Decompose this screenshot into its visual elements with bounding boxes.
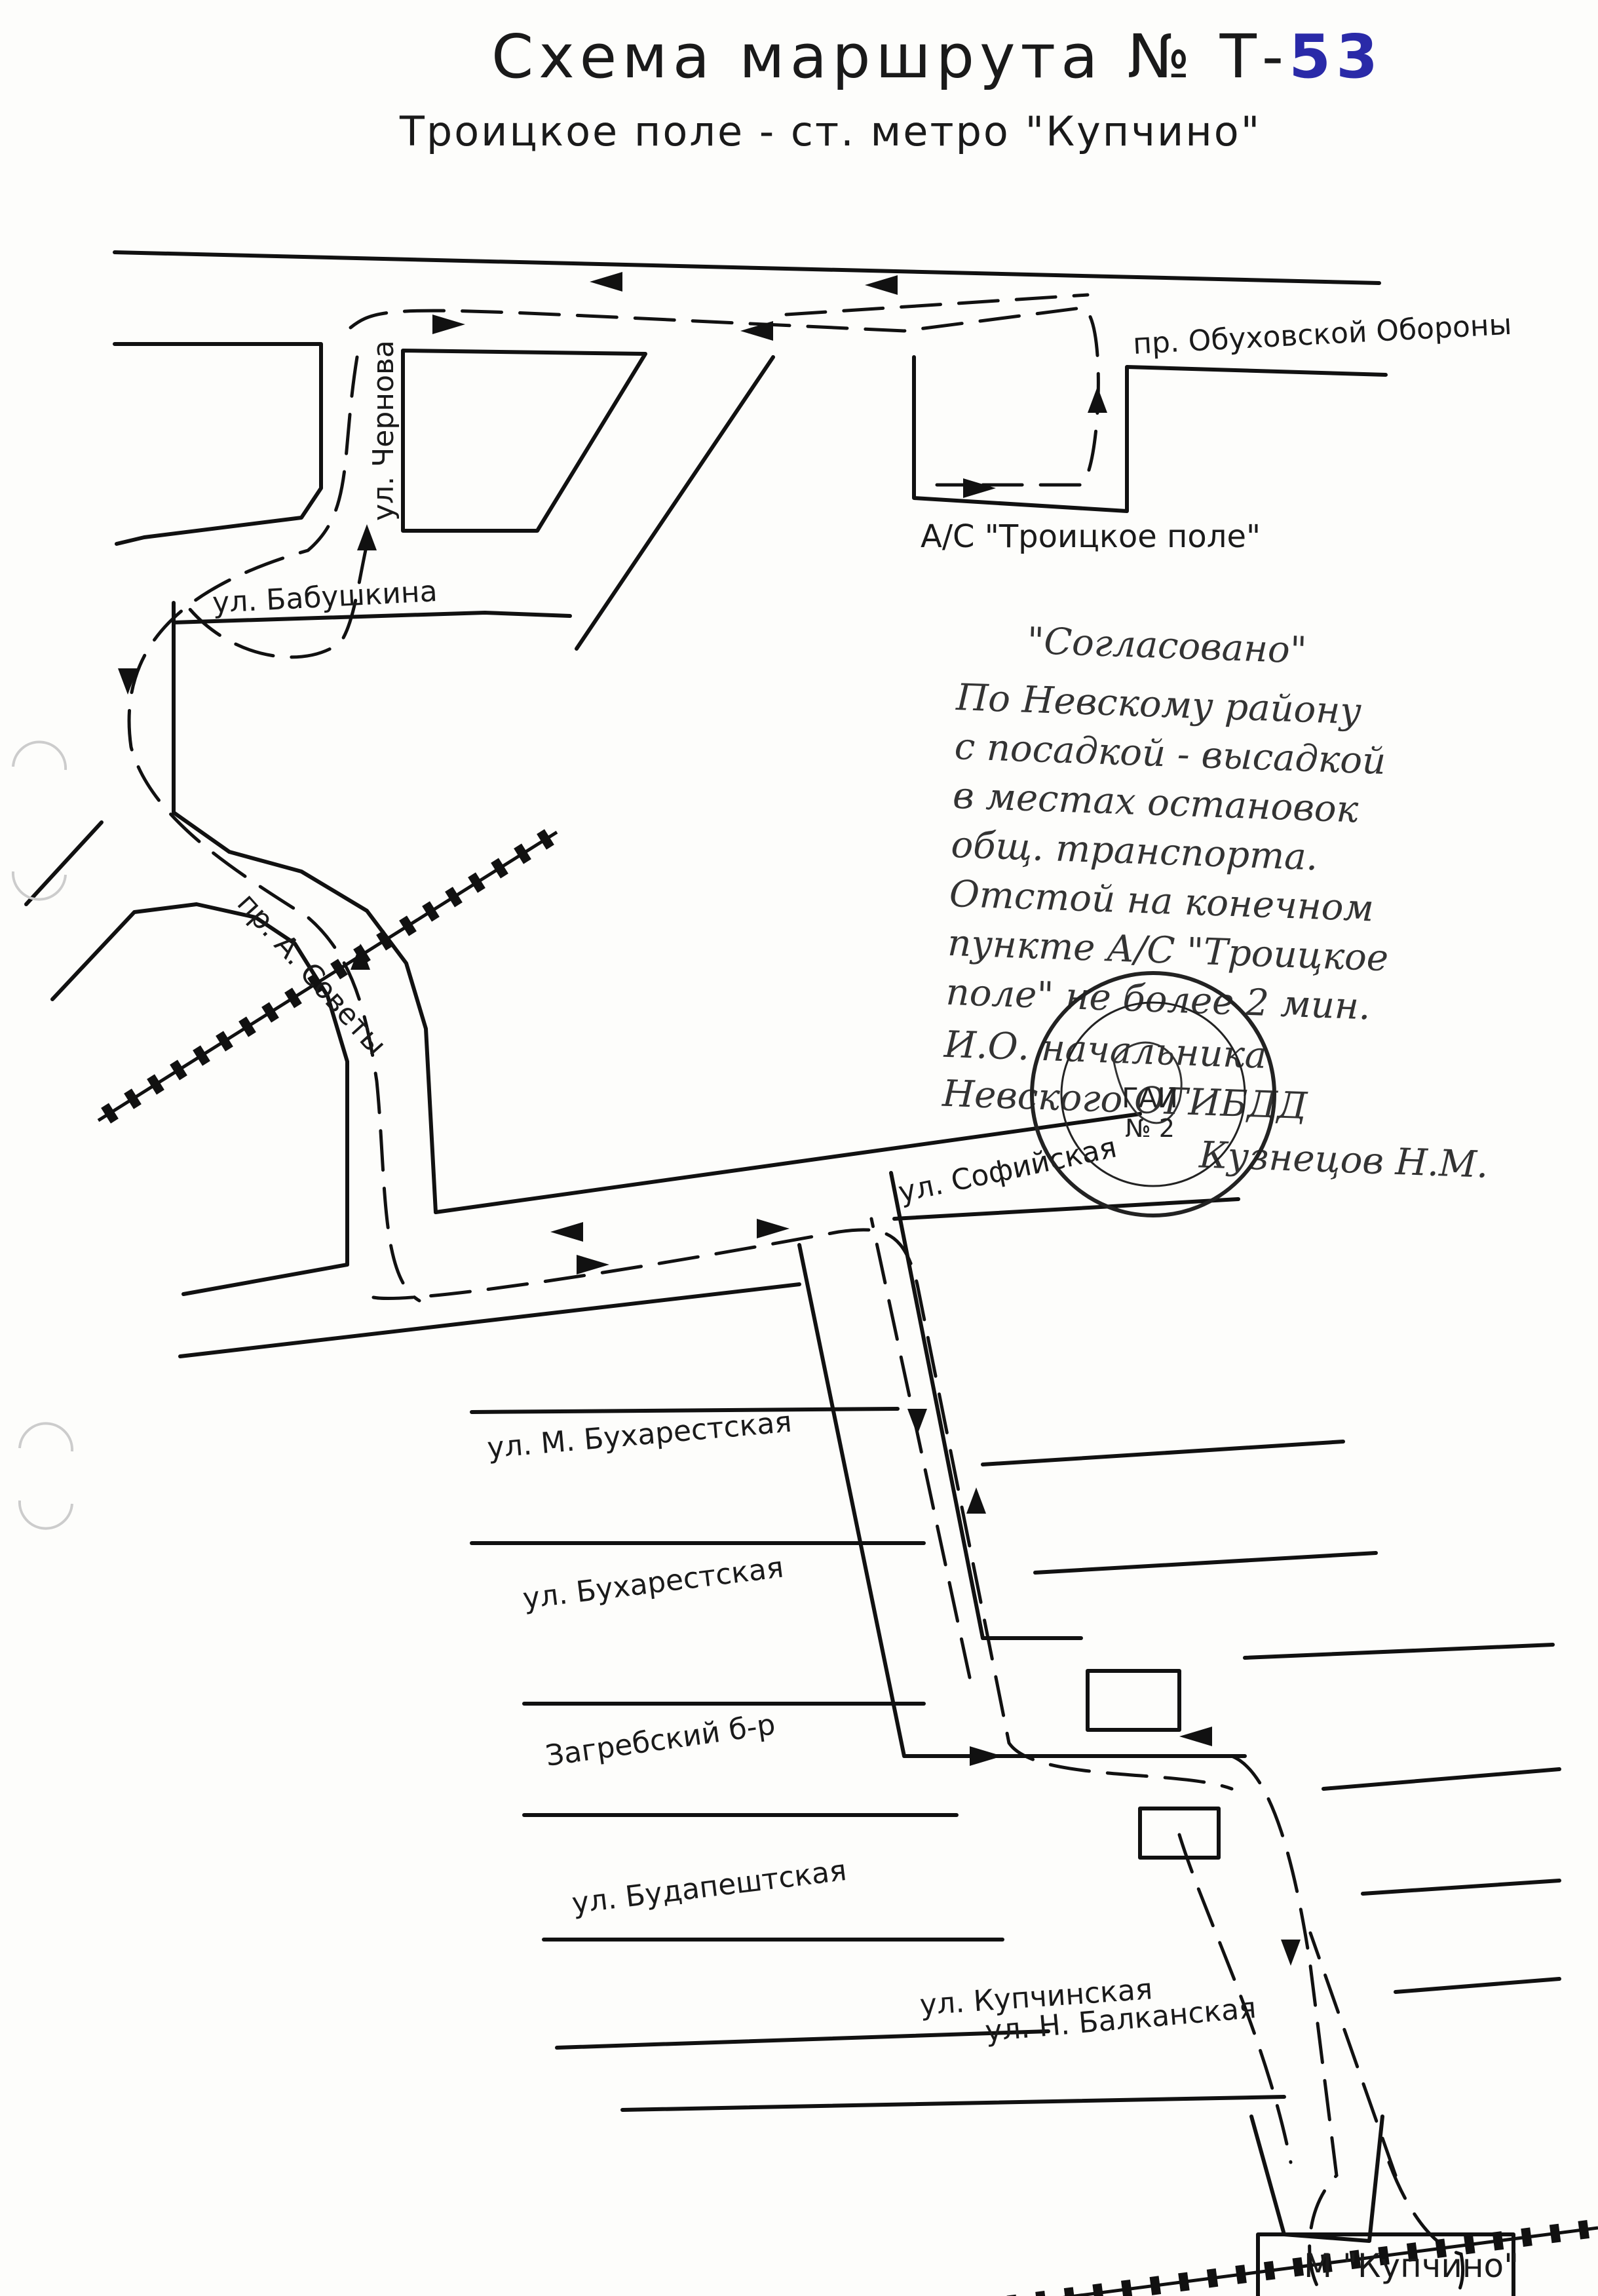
label-bukharestskaya: ул. Бухарестская [521, 1551, 786, 1616]
rail-tie [1292, 2257, 1304, 2277]
official-stamp: ГАИ № 2 [1030, 971, 1276, 1217]
label-stop-troitskoe: А/С "Троицкое поле" [921, 518, 1261, 555]
label-obukhovskoy: пр. Обуховской Обороны [1132, 308, 1513, 361]
bus-route-path [127, 293, 1465, 2296]
rail-tie [468, 872, 485, 893]
rail-tie [147, 1074, 164, 1095]
rail-tie [1521, 2227, 1532, 2247]
rail-tie [330, 959, 348, 980]
svg-text:пункте А/С "Троицкое: пункте А/С "Троицкое [947, 922, 1389, 980]
rail-tie [1321, 2253, 1333, 2273]
label-babushkina: ул. Бабушкина [212, 575, 438, 620]
rail-tie [422, 901, 440, 922]
rail-tie [1349, 2249, 1361, 2270]
rail-tie [491, 858, 508, 879]
rail-tie [261, 1002, 279, 1023]
rail-tie [1120, 2279, 1133, 2296]
rail-tie [1549, 2223, 1561, 2244]
rail-tie [1092, 2283, 1103, 2296]
rail-tie [193, 1045, 210, 1066]
approval-note: "Согласовано" По Невскому району с посад… [941, 620, 1489, 1187]
svg-text:ГАИ: ГАИ [1122, 1082, 1178, 1114]
rail-tie [445, 887, 463, 908]
rail-tie [1178, 2272, 1190, 2292]
rail-tie [284, 987, 302, 1008]
svg-text:с посадкой - высадкой: с посадкой - высадкой [954, 725, 1386, 783]
svg-text:По Невскому району: По Невскому району [955, 676, 1362, 733]
rail-tie [1578, 2220, 1589, 2240]
rail-tie [124, 1088, 142, 1109]
binder-holes [11, 740, 74, 1530]
rail-tie [101, 1103, 119, 1124]
rail-tie [1063, 2287, 1075, 2296]
rail-tie [1406, 2242, 1418, 2262]
rail-tie [238, 1016, 256, 1037]
rail-tie [1464, 2234, 1475, 2255]
rail-tie [170, 1060, 187, 1081]
svg-text:в местах остановок: в местах остановок [952, 775, 1360, 832]
road-network [24, 250, 1561, 2296]
rail-tie [376, 930, 394, 951]
rail-tie [1235, 2265, 1247, 2284]
svg-text:общ. транспорта.: общ. транспорта. [951, 824, 1319, 879]
rail-tie [1149, 2276, 1162, 2295]
scheme-title: Схема маршрута № Т-53 [491, 22, 1383, 92]
rail-tie [399, 915, 417, 936]
label-chernova: ул. Чернова [367, 340, 400, 521]
rail-tie [216, 1031, 233, 1052]
rail-tie [514, 843, 531, 864]
scheme-subtitle: Троицкое поле - ст. метро "Купчино" [399, 107, 1261, 155]
svg-text:Отстой на конечном: Отстой на конечном [949, 873, 1375, 930]
railway-lines [97, 829, 1598, 2296]
svg-text:поле" не более 2 мин.: поле" не более 2 мин. [945, 971, 1371, 1029]
rail-tie [1492, 2231, 1504, 2251]
rail-tie [1035, 2291, 1046, 2296]
rail-tie [1263, 2261, 1276, 2281]
label-zagrebsky: Загребский б-р [543, 1708, 777, 1773]
rail-tie [537, 829, 554, 850]
rail-tie [1378, 2246, 1390, 2266]
direction-arrows [118, 272, 1301, 1966]
signer-name: Кузнецов Н.М. [1198, 1134, 1489, 1186]
route-number: 53 [1289, 22, 1383, 92]
label-stop-metro: М "Купчино" [1304, 2247, 1519, 2285]
svg-text:№ 2: № 2 [1125, 1114, 1175, 1143]
label-m-bukharestskaya: ул. М. Бухарестская [486, 1406, 793, 1465]
label-budapeshtskaya: ул. Будапештская [570, 1854, 848, 1921]
rail-tie [1206, 2268, 1219, 2288]
approval-heading: "Согласовано" [1026, 620, 1307, 672]
rail-tie [307, 973, 325, 994]
